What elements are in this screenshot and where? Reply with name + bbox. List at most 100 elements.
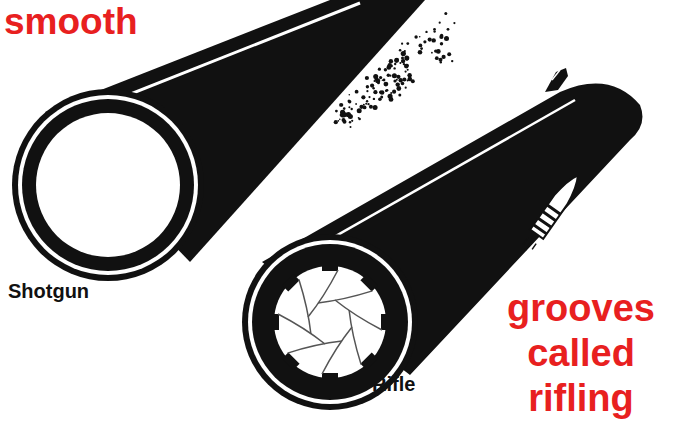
bullet-body [530,171,584,239]
shot-pellet [363,104,365,106]
shot-pellet [337,120,339,122]
shot-pellet [392,90,396,94]
shot-pellet [373,90,377,94]
rifling-groove-line [288,320,342,374]
shot-pellet [396,79,398,81]
shot-pellet [439,35,443,39]
shot-pellet [407,69,409,71]
shotgun-muzzle-gap [18,95,198,275]
shot-pellet [385,89,388,92]
shot-pellet [348,99,351,102]
rifling-groove-line [278,280,332,334]
shot-pellet [444,36,449,41]
shot-pellet [378,68,381,71]
shot-pellet [358,117,360,119]
rifling-land [270,314,279,330]
shot-pellet [435,56,439,60]
shot-pellet [382,79,384,81]
shot-pellet [388,63,392,67]
shot-pellet [428,38,432,42]
shot-pellet [393,67,395,69]
shot-pellet [339,118,341,120]
shot-pellet [361,95,365,99]
rifling-land [322,262,338,271]
shot-pellet [401,82,405,86]
rifling-land [381,314,390,330]
shot-pellet [404,50,406,52]
shot-pellet [334,120,338,124]
shot-pellet [343,107,346,110]
shot-pellet [432,38,436,42]
rifling-groove-line [335,300,382,330]
shot-pellet [384,82,389,87]
shot-pellet [350,126,352,128]
shot-pellet [399,62,401,64]
shot-pellet [394,63,396,65]
shot-pellet [348,106,350,108]
shot-pellet [431,52,433,54]
bullet [519,171,585,256]
shot-pellet [392,73,397,78]
shot-pellet [355,103,357,105]
shot-spray [334,12,456,128]
shot-pellet [390,92,392,94]
shot-pellet [389,75,391,77]
shot-pellet [366,90,368,92]
shot-pellet [366,85,369,88]
rifling-land [360,274,378,292]
rifling-land [282,274,300,292]
shot-pellet [396,82,400,86]
shot-pellet [379,76,382,79]
shot-pellet [420,47,423,50]
shot-pellet [451,60,453,62]
rifling-groove-line [318,270,372,324]
shot-pellet [407,80,409,82]
shot-pellet [389,59,393,63]
shot-pellet [374,77,378,81]
sight-highlight [552,70,560,80]
shot-pellet [386,89,389,92]
shot-pellet [339,103,343,107]
shot-pellet [351,120,353,122]
shot-pellet [440,42,443,45]
shot-pellet [447,52,451,56]
shot-pellet [396,86,401,91]
shot-pellet [453,22,455,24]
shot-pellet [355,90,359,94]
shot-pellet [439,58,443,62]
shot-pellet [439,22,441,24]
bullet-grooves [534,205,561,234]
shot-pellet [395,58,399,62]
shot-pellet [350,116,352,118]
shot-pellet [436,49,441,54]
rifling-land [360,352,378,370]
shot-pellet [351,108,353,110]
shotgun-muzzle [12,89,204,281]
shot-pellet [365,103,367,105]
shot-pellet [389,97,394,102]
shot-pellet [363,106,367,110]
shot-pellet [442,55,446,59]
shot-pellet [401,51,406,56]
smooth-bore [36,113,180,257]
shot-pellet [367,103,369,105]
shot-pellet [357,108,362,113]
shot-pellet [401,56,404,59]
shot-pellet [404,55,409,60]
shot-pellet [423,40,426,43]
front-sight [545,68,568,92]
shot-pellet [409,74,412,77]
shot-pellet [373,105,378,110]
shot-pellet [380,90,385,95]
shot-pellet [444,12,447,15]
shot-pellet [433,28,436,31]
shot-pellet [418,50,423,55]
shot-pellet [406,42,409,45]
shotgun-muzzle-ring [22,99,194,271]
shot-pellet [368,96,370,98]
shot-pellet [343,112,348,117]
rifle-muzzle [242,234,418,410]
shot-pellet [407,73,411,77]
shot-pellet [349,94,351,96]
